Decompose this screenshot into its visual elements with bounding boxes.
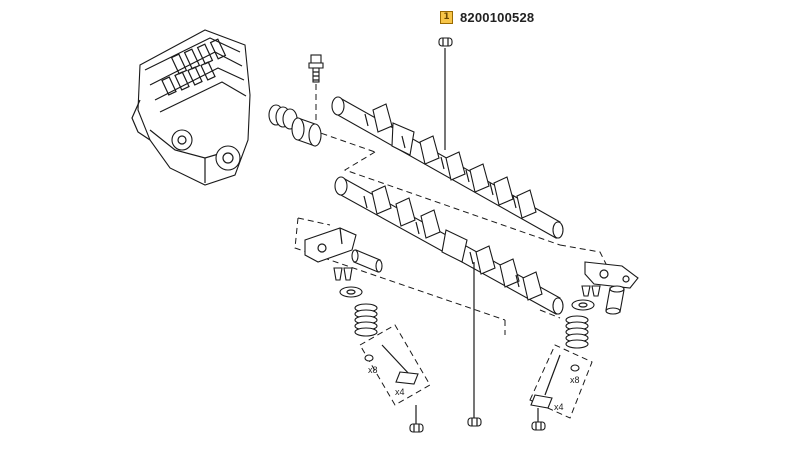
reference-cap-bottom-center bbox=[467, 417, 482, 427]
reference-cap-top bbox=[438, 37, 453, 47]
mounting-bolt bbox=[308, 54, 324, 125]
upper-camshaft bbox=[331, 96, 564, 239]
reference-cap-bottom-left bbox=[409, 405, 424, 433]
qty-label-left-lower: x4 bbox=[395, 387, 405, 397]
right-valve-box: x8 x4 bbox=[529, 344, 593, 419]
right-valve-spring bbox=[565, 315, 589, 349]
qty-label-right-lower: x4 bbox=[554, 402, 564, 412]
lower-camshaft bbox=[334, 176, 564, 315]
callout-label[interactable]: 1 8200100528 bbox=[440, 8, 534, 26]
right-valve-keepers bbox=[581, 285, 601, 297]
right-hydraulic-lifter bbox=[605, 285, 625, 315]
part-number[interactable]: 8200100528 bbox=[460, 9, 535, 25]
callout-marker[interactable]: 1 bbox=[440, 10, 453, 24]
reference-cap-bottom-right bbox=[531, 408, 546, 431]
right-spring-retainer bbox=[571, 299, 595, 311]
left-valve-box: x8 x4 bbox=[359, 324, 431, 406]
engine-block-illustration bbox=[131, 29, 251, 186]
camshaft-bushing bbox=[291, 117, 322, 147]
left-valve-spring bbox=[354, 303, 378, 337]
left-valve-keepers bbox=[333, 267, 353, 281]
left-spring-retainer bbox=[339, 286, 363, 298]
left-hydraulic-lifter bbox=[351, 249, 383, 273]
qty-label-left-upper: x8 bbox=[368, 365, 378, 375]
right-rocker-arm bbox=[584, 261, 639, 289]
left-rocker-arm bbox=[304, 227, 357, 263]
qty-label-right-upper: x8 bbox=[570, 375, 580, 385]
